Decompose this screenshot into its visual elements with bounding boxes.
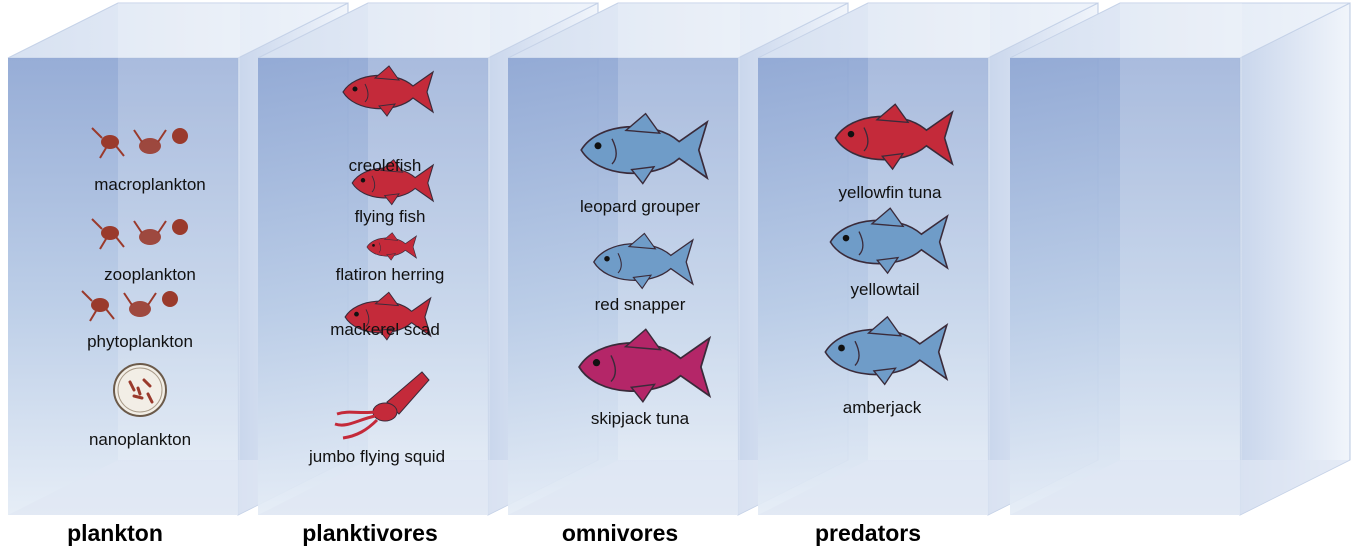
glass-box-5 <box>1010 3 1350 515</box>
box-back-panel <box>1120 3 1242 460</box>
organism-label: skipjack tuna <box>591 409 689 429</box>
organism-label: mackerel scad <box>330 320 440 340</box>
organism-label: phytoplankton <box>87 332 193 352</box>
organism-label: flatiron herring <box>336 265 445 285</box>
organism-label: nanoplankton <box>89 430 191 450</box>
organism-label: leopard grouper <box>580 197 700 217</box>
organism-label: yellowfin tuna <box>838 183 941 203</box>
organism-label: amberjack <box>843 398 921 418</box>
organism-label: zooplankton <box>104 265 196 285</box>
petri-dish-icon <box>114 364 166 416</box>
group-title-omnivores: omnivores <box>562 520 678 547</box>
group-title-predators: predators <box>815 520 921 547</box>
group-title-planktivores: planktivores <box>302 520 438 547</box>
box-side-face <box>1240 3 1350 515</box>
organism-label: yellowtail <box>851 280 920 300</box>
organism-label: flying fish <box>355 207 426 227</box>
organism-label: creolefish <box>349 156 422 176</box>
organism-label: red snapper <box>595 295 686 315</box>
organism-label: jumbo flying squid <box>309 447 445 467</box>
group-title-plankton: plankton <box>67 520 163 547</box>
organism-label: macroplankton <box>94 175 206 195</box>
